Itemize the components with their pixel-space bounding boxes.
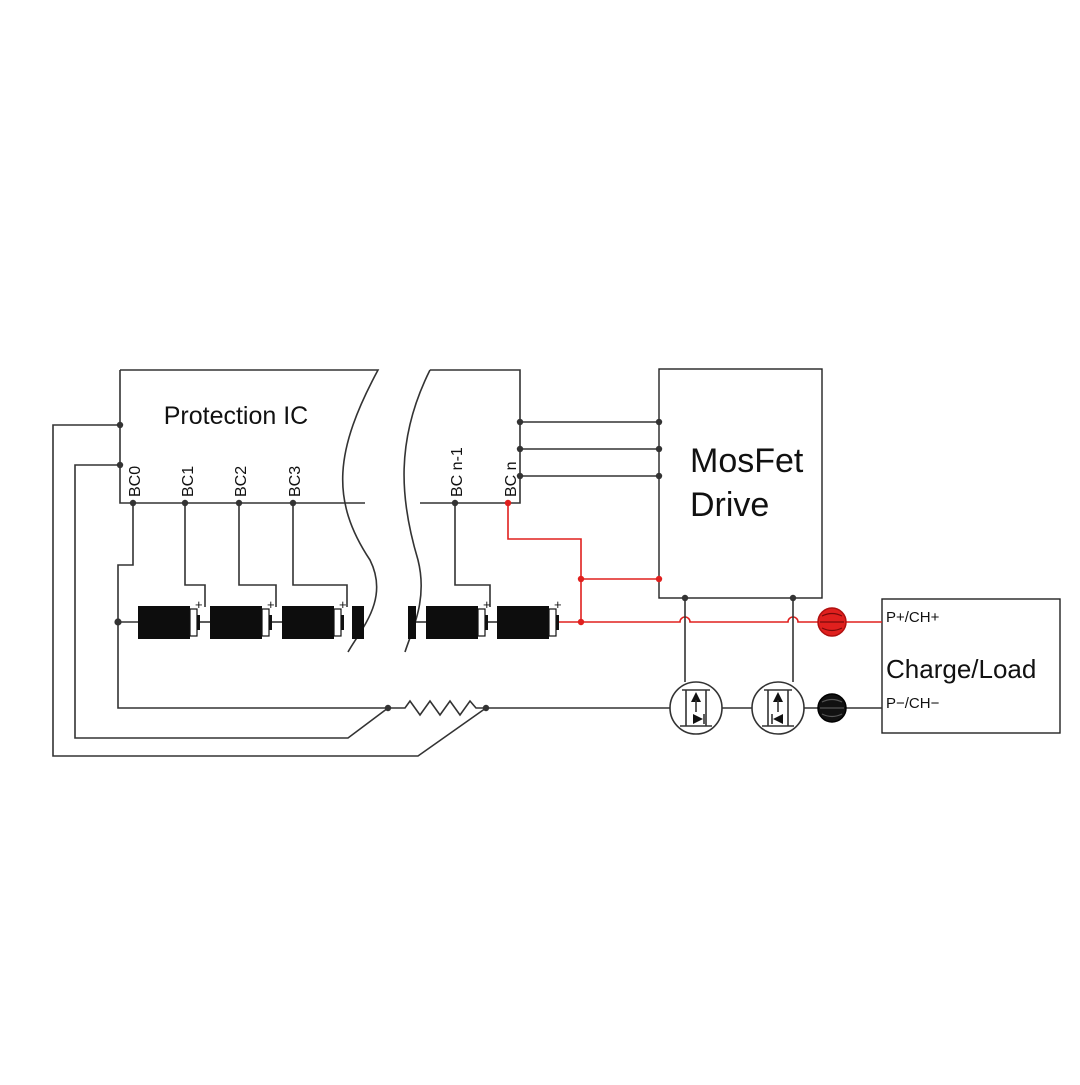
cell-terminal [556, 615, 559, 630]
mosfet-arrow [773, 692, 783, 702]
junction-dot [655, 418, 663, 426]
cell-cap [548, 608, 557, 637]
protection-ic-left-outline [120, 369, 380, 653]
pin-label-bc-n: BC n [503, 461, 520, 497]
junction-dot [577, 575, 585, 583]
junction-dot [655, 472, 663, 480]
cell-partial [408, 606, 416, 639]
pin-label-bc2: BC2 [233, 466, 250, 497]
pin-label-bc3: BC3 [287, 466, 304, 497]
cell-plus-sign: + [483, 597, 491, 612]
charge-load-title: Charge/Load [886, 654, 1036, 684]
junction-dot [789, 594, 797, 602]
cell-body [138, 606, 190, 639]
bc-n-1-wire [454, 503, 491, 607]
cell-body [426, 606, 478, 639]
charge-load-box [881, 598, 1061, 734]
current-sense-wire-1 [74, 464, 389, 739]
positive-terminal-label: P+/CH+ [886, 609, 940, 626]
negative-main-wire [117, 622, 388, 709]
cell-cap [189, 608, 198, 637]
protection-ic-right-outline [420, 369, 521, 504]
mosfet-drive: MosFet Drive [658, 368, 823, 599]
pin-dot-bc1 [181, 499, 189, 507]
mosfet-body [680, 689, 712, 727]
mosfet-symbol [669, 681, 723, 735]
negative-rail [52, 424, 882, 757]
bc-pin-wires [116, 421, 491, 622]
discharge-mosfet [669, 594, 723, 735]
mosfet-drive-box [658, 368, 823, 599]
bc-n-red-wire [507, 503, 582, 622]
battery-cell: + [210, 597, 275, 639]
mosfet-drive-line2: Drive [690, 486, 769, 524]
bc2-wire [238, 503, 277, 607]
cell-terminal [197, 615, 200, 630]
junction-dot [516, 418, 524, 426]
body-diode-icon [693, 714, 703, 724]
cell-plus-sign: + [267, 597, 275, 612]
junction-dot [681, 594, 689, 602]
terminal-thread [820, 698, 844, 718]
positive-rail [504, 499, 882, 626]
battery-cell: + [138, 597, 203, 639]
pin-label-bc-n-1: BC n-1 [449, 447, 466, 497]
battery-cell: + [497, 597, 562, 639]
control-lines [516, 418, 663, 480]
battery-string: + + + + + [114, 597, 562, 639]
cell-body [282, 606, 334, 639]
battery-cell: + [426, 597, 491, 639]
sense-resistor [388, 699, 486, 717]
negative-terminal-label: P−/CH− [886, 695, 940, 712]
mosfet-arrow [691, 692, 701, 702]
junction-dot [577, 618, 585, 626]
cell-cap [261, 608, 270, 637]
cell-terminal [485, 615, 488, 630]
body-diode-icon [773, 714, 783, 724]
cell-cap [333, 608, 342, 637]
battery-cell: + [282, 597, 347, 639]
cell-terminal [269, 615, 272, 630]
protection-ic: Protection IC BC0 BC1 BC2 BC3 BC n-1 BC … [119, 369, 521, 653]
output-terminals [817, 607, 847, 723]
cell-body [497, 606, 549, 639]
bc-pin-labels: BC0 BC1 BC2 BC3 BC n-1 BC n [127, 447, 520, 497]
current-sense-wire-2 [52, 424, 487, 757]
cell-cap [477, 608, 486, 637]
pin-label-bc1: BC1 [180, 466, 197, 497]
mosfet-body [762, 689, 794, 727]
mosfet-drive-line1: MosFet [690, 442, 804, 480]
cell-plus-sign: + [554, 597, 562, 612]
protection-ic-left-edge [119, 370, 365, 504]
cell-plus-sign: + [339, 597, 347, 612]
positive-main-red-wire [558, 616, 882, 623]
junction-dot [516, 472, 524, 480]
bc1-wire [184, 503, 206, 607]
bc3-wire [292, 503, 348, 607]
bc0-wire [117, 503, 134, 622]
charge-load: P+/CH+ Charge/Load P−/CH− [881, 598, 1061, 734]
pin-dot-bc0 [129, 499, 137, 507]
mosfet-symbol [751, 681, 805, 735]
pin-dot-bc3 [289, 499, 297, 507]
cell-plus-sign: + [195, 597, 203, 612]
junction-dot [655, 445, 663, 453]
pin-dot-bc2 [235, 499, 243, 507]
pin-dot-bc-n-1 [451, 499, 459, 507]
charge-mosfet [751, 594, 805, 735]
terminal-thread [820, 612, 844, 632]
cell-body [210, 606, 262, 639]
pin-dot-bc-n [504, 499, 512, 507]
cell-partial [352, 606, 364, 639]
pin-label-bc0: BC0 [127, 466, 144, 497]
junction-dot [516, 445, 524, 453]
junction-dot [655, 575, 663, 583]
cell-terminal [341, 615, 344, 630]
protection-ic-title: Protection IC [164, 402, 309, 430]
